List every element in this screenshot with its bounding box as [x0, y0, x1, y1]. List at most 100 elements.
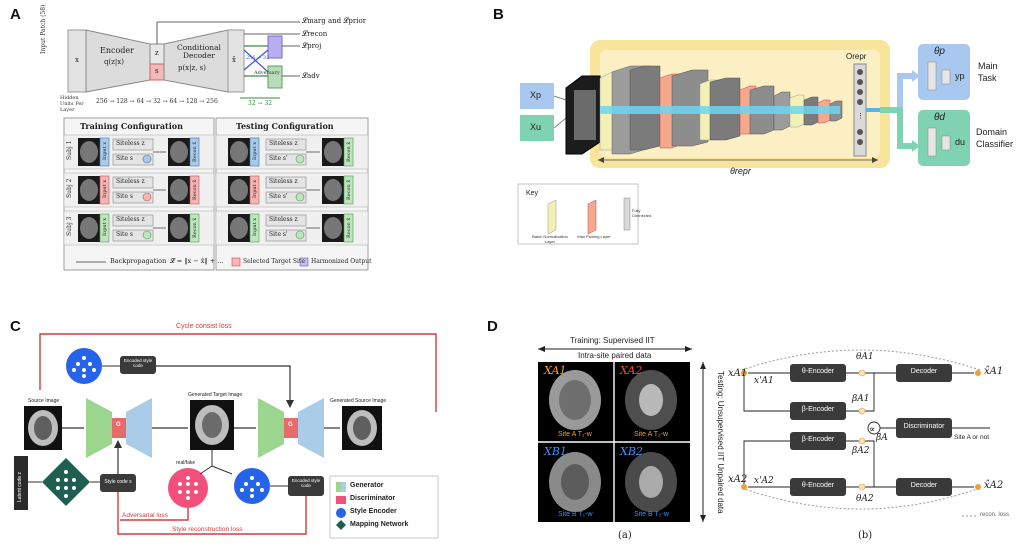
style-recon-loss-label: Style reconstruction loss [172, 526, 243, 533]
panel-letter-d: D [487, 318, 498, 335]
generated-source-label: Generated Source Image [330, 398, 387, 404]
y-p-label: yp [955, 71, 965, 81]
beta-a2-label: βA2 [852, 446, 870, 456]
panel-letter-b: B [493, 6, 504, 23]
x-b2-image-label: XB2 [620, 445, 643, 458]
recon-label: Recon x̂ [346, 141, 352, 162]
main-task-label: Main Task [978, 61, 998, 83]
input-patch-label: Input Patch (58) [40, 4, 47, 54]
real-fake-label: real/fake [176, 460, 196, 466]
xhat-a2-label: x̂A2 [984, 480, 1004, 491]
cycle-loss-label: Cycle consist loss [176, 323, 232, 330]
hidden-units-label: Hidden Units Per Layer [60, 95, 84, 113]
siteless-label: Siteless z [269, 216, 298, 223]
decoder-2: Decoder [910, 482, 938, 489]
loss-recon: 𝓛recon [302, 30, 328, 38]
site-label: Site s [116, 231, 133, 238]
x-a2-image-label: XA2 [620, 364, 643, 377]
latent-code-label: Latent code z [17, 471, 23, 502]
subj-1-label: Subj 1 [66, 140, 73, 160]
xp-label: Xp [530, 90, 542, 100]
training-title: Training: Supervised IIT [570, 336, 655, 345]
encoder-label: Encoder [100, 46, 134, 55]
caption-b: (b) [858, 530, 873, 541]
xu-label: Xu [530, 122, 542, 132]
decoder-label: Conditional Decoder [177, 43, 221, 60]
adversarial-loss-label: Adversarial loss [122, 512, 168, 519]
encoded-style-top: Encoded style code [123, 358, 153, 368]
input-label: Input x [252, 179, 258, 198]
cnn-layers [565, 65, 843, 155]
legend-mapping-network: Mapping Network [350, 521, 409, 528]
decoder-1: Decoder [910, 368, 938, 375]
panel-letter-a: A [10, 6, 21, 23]
beta-encoder-1: β-Encoder [801, 406, 835, 413]
encoded-style-right: Encoded style code [291, 478, 321, 488]
theta-a1-label: θA1 [856, 352, 874, 362]
loss-adv: 𝓛adv [302, 72, 320, 80]
loss-marg: 𝓛marg and 𝓛prior [302, 17, 367, 25]
input-label: Input x [102, 217, 108, 236]
source-image-label: Source Image [28, 398, 60, 404]
xhat-label: x̂ [232, 56, 236, 64]
beta-a-bar-label: β̄A [876, 433, 888, 443]
svg-text:∝: ∝ [869, 425, 875, 435]
beta-encoder-2: β-Encoder [801, 436, 835, 443]
legend-discriminator: Discriminator [350, 495, 396, 502]
beta-a1-label: βA1 [852, 394, 870, 404]
key-bn-label: Batch Normalisation Layer [532, 234, 568, 244]
theta-repr-label: θrepr [730, 166, 751, 176]
testing-config-title: Testing Configuration [236, 121, 334, 131]
key-fc-label: Fully Connected [632, 208, 652, 218]
testing-label: Testing: Unsupervised IIT Unpaired data [716, 370, 725, 514]
input-label: Input x [102, 141, 108, 160]
input-label: Input x [252, 217, 258, 236]
d-u-label: du [955, 137, 966, 147]
site-prime-label: Site s' [269, 231, 288, 238]
site-a-t1-label: Site A T₁-w [558, 431, 592, 438]
recon-label: Recon x̂ [192, 141, 198, 162]
hidden-units-seq: 256 → 128 → 64 → 32 → 64 → 128 → 256 [96, 98, 218, 105]
xhat-a1-label: x̂A1 [984, 366, 1004, 377]
site-label: Site s [116, 193, 133, 200]
site-prime-label: Site s' [269, 193, 288, 200]
generator-g-label: G [288, 422, 293, 428]
legend-harmonized: Harmonized Output [311, 258, 372, 265]
key-title: Key [526, 190, 539, 197]
o-repr-label: Orepr [846, 52, 867, 61]
siteless-label: Siteless z [269, 178, 298, 185]
legend-selected-site: Selected Target Site [243, 258, 305, 265]
legend-style-encoder: Style Encoder [350, 508, 397, 515]
x-a2-label: xA2 [728, 474, 748, 485]
discriminator-box: Discriminator [903, 423, 945, 430]
site-b-t2-label: Site B T₂-w [634, 511, 669, 518]
site-label: Site s [116, 155, 133, 162]
domain-classifier-label: Domain Classifier [976, 127, 1014, 149]
dim-label: 256 → 32 [246, 55, 270, 61]
siteless-label: Siteless z [116, 216, 145, 223]
site-prime-label: Site s' [269, 155, 288, 162]
backprop-label: Backpropagation [110, 257, 167, 265]
svg-text:⋮: ⋮ [857, 113, 864, 120]
decoder-sub: p(x|z, s) [178, 64, 206, 72]
site-a-t2-label: Site A T₂-w [634, 431, 669, 438]
theta-a2-label: θA2 [856, 494, 874, 504]
recon-label: Recon x̂ [346, 217, 352, 238]
legend-generator: Generator [350, 482, 384, 489]
x-a1-prime-label: x'A1 [754, 376, 774, 386]
generator-g-label: G [116, 422, 121, 428]
input-label: Input x [252, 141, 258, 160]
adversary-label: Adversary [254, 70, 280, 76]
x-label: x [75, 56, 79, 64]
theta-encoder-1: θ-Encoder [801, 368, 835, 375]
recon-label: Recon x̂ [346, 179, 352, 200]
loss-proj: 𝓛proj [302, 42, 322, 50]
loss-formula: 𝓛 = ‖x − x̂‖ + ... [170, 257, 224, 265]
recon-label: Recon x̂ [192, 217, 198, 238]
site-b-t1-label: Site B T₁-w [558, 511, 593, 518]
input-label: Input x [102, 179, 108, 198]
